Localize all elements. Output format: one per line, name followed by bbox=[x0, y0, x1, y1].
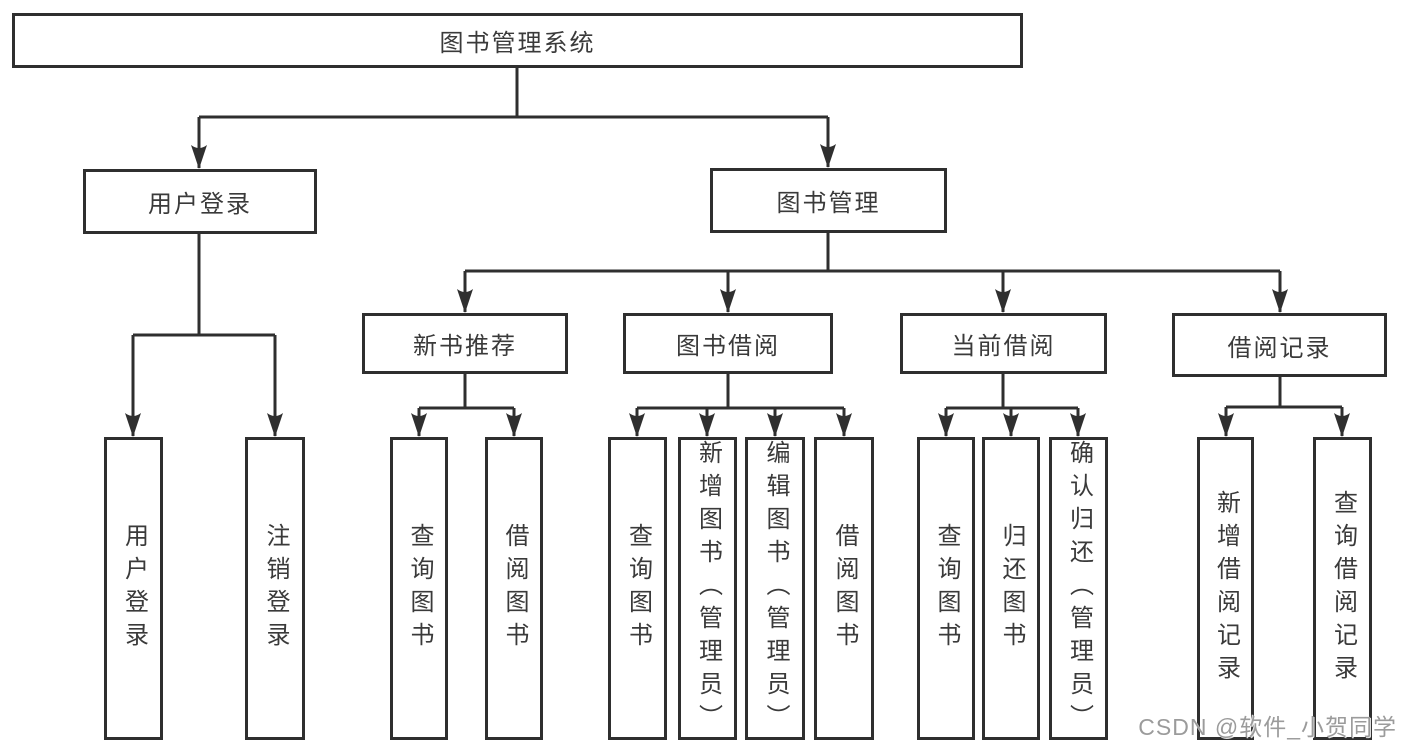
arrow-leaf bbox=[1218, 413, 1234, 437]
node-current-borrow: 当前借阅 bbox=[900, 313, 1107, 374]
csdn-watermark: CSDN @软件_小贺同学 bbox=[1138, 714, 1397, 740]
arrow-leaf bbox=[767, 413, 783, 437]
arrow-to-user-login bbox=[191, 145, 207, 169]
node-book-borrow: 图书借阅 bbox=[623, 313, 833, 374]
arrow-leaf bbox=[411, 413, 427, 437]
node-user-login: 用户登录 bbox=[83, 169, 317, 234]
arrow-leaf bbox=[629, 413, 645, 437]
leaf-user-login: 用户登录 bbox=[104, 437, 163, 740]
leaf-edit-books-admin: 编辑图书（管理员） bbox=[745, 437, 805, 740]
arrow-to-new-book-recommend bbox=[457, 289, 473, 313]
node-library-management-system: 图书管理系统 bbox=[12, 13, 1023, 68]
leaf-borrow-query-books: 查询图书 bbox=[608, 437, 667, 740]
arrow-to-borrow-record bbox=[1272, 289, 1288, 313]
arrow-leaf bbox=[836, 413, 852, 437]
leaf-add-books-admin: 新增图书（管理员） bbox=[678, 437, 737, 740]
leaf-logout-login: 注销登录 bbox=[245, 437, 305, 740]
arrow-leaf bbox=[1070, 413, 1086, 437]
leaf-return-books: 归还图书 bbox=[982, 437, 1040, 740]
leaf-current-query-books: 查询图书 bbox=[917, 437, 975, 740]
arrow-leaf bbox=[125, 413, 141, 437]
node-book-management: 图书管理 bbox=[710, 168, 947, 233]
leaf-recommend-query-books: 查询图书 bbox=[390, 437, 448, 740]
node-borrow-record: 借阅记录 bbox=[1172, 313, 1387, 377]
leaf-recommend-borrow-books: 借阅图书 bbox=[485, 437, 543, 740]
arrow-leaf bbox=[1003, 413, 1019, 437]
arrow-leaf bbox=[506, 413, 522, 437]
leaf-add-borrow-record: 新增借阅记录 bbox=[1197, 437, 1254, 740]
leaf-borrow-borrow-books: 借阅图书 bbox=[814, 437, 874, 740]
arrow-leaf bbox=[1334, 413, 1350, 437]
arrow-to-current-borrow bbox=[995, 289, 1011, 313]
arrow-to-book-management bbox=[820, 144, 836, 168]
arrow-leaf bbox=[699, 413, 715, 437]
arrow-to-book-borrow bbox=[720, 289, 736, 313]
arrow-leaf bbox=[267, 413, 283, 437]
node-new-book-recommend: 新书推荐 bbox=[362, 313, 568, 374]
leaf-query-borrow-record: 查询借阅记录 bbox=[1313, 437, 1372, 740]
arrow-leaf bbox=[938, 413, 954, 437]
leaf-confirm-return-admin: 确认归还（管理员） bbox=[1049, 437, 1108, 740]
